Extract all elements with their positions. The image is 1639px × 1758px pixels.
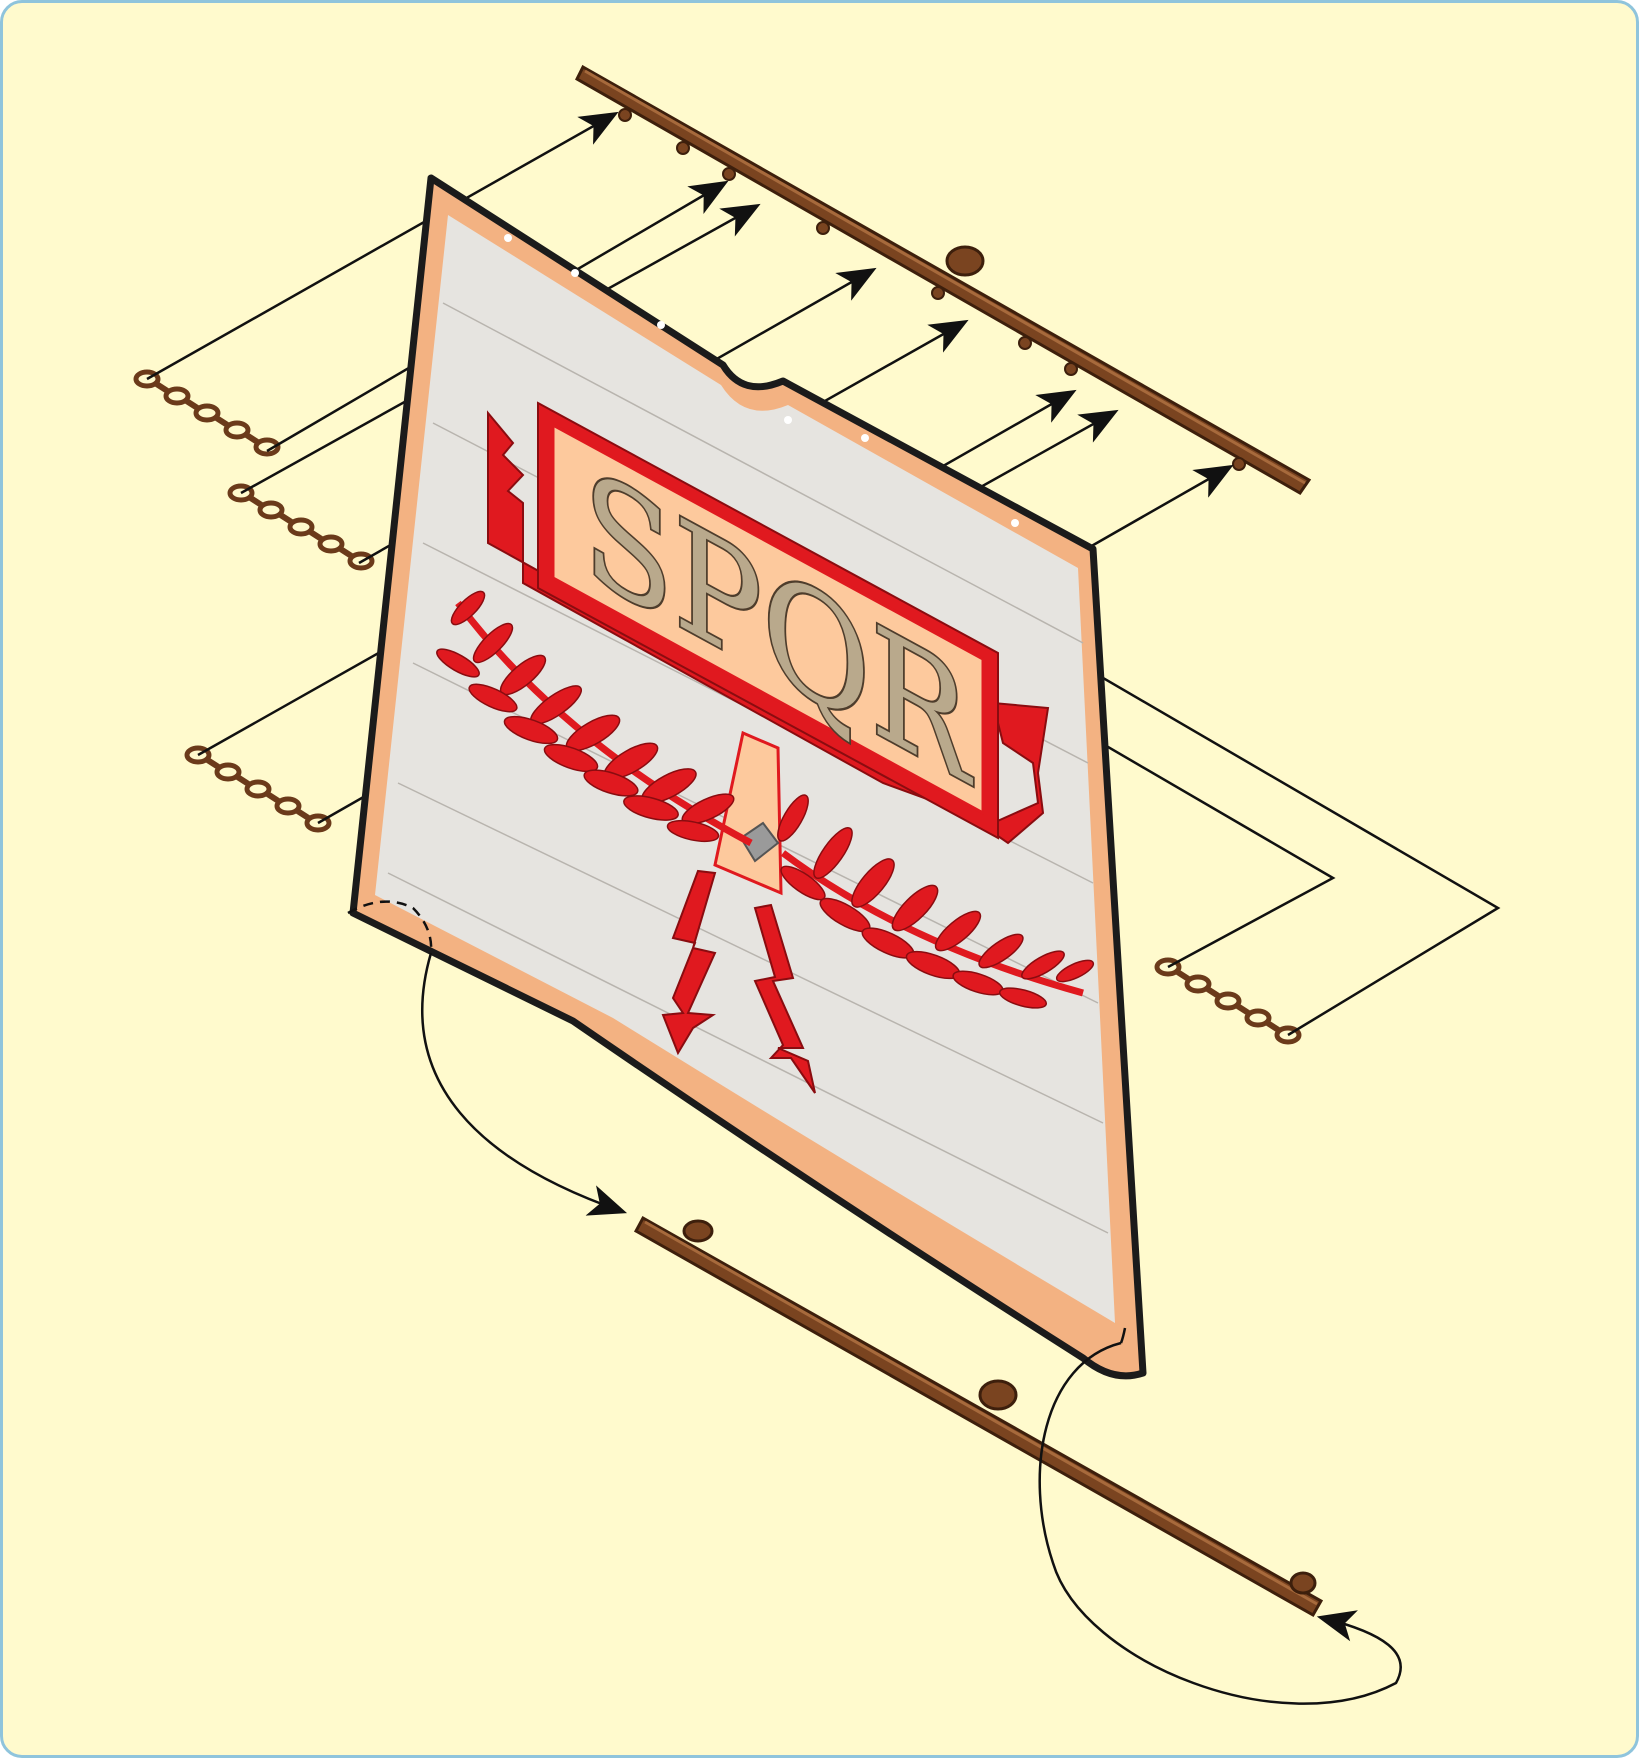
- vexillum-assembly-diagram: SPQR: [3, 3, 1639, 1758]
- chain-right: [1157, 960, 1299, 1042]
- bottom-bar-ring-left: [684, 1221, 712, 1241]
- crossbar-knob: [947, 247, 983, 275]
- bottom-right-arrow-curve: [1040, 1343, 1401, 1704]
- chain-upper-left-a: [136, 372, 278, 454]
- bottom-bar-knob: [980, 1381, 1016, 1409]
- chain-upper-left-b: [230, 486, 372, 568]
- chain-lower-left: [187, 748, 329, 830]
- bottom-bar-ring-right: [1291, 1573, 1315, 1593]
